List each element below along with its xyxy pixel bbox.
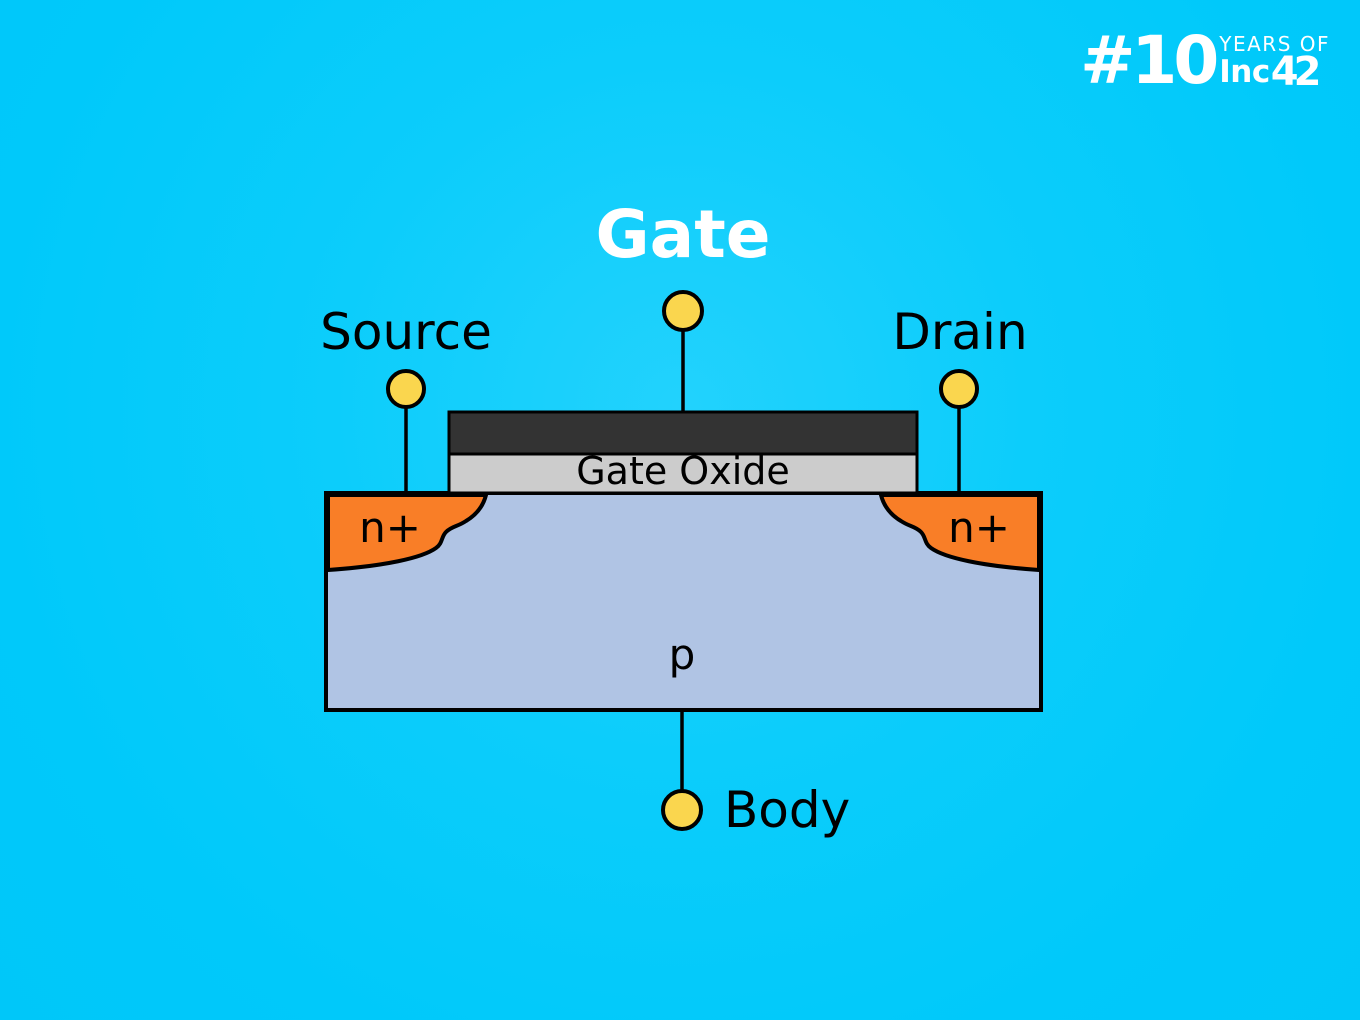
drain-label: Drain <box>892 303 1027 361</box>
source-label: Source <box>320 303 492 361</box>
inc42-logo: #10 YEARS OF Inc 42 <box>1080 22 1330 99</box>
source-terminal-dot <box>386 369 426 409</box>
body-terminal-dot <box>661 789 703 831</box>
logo-text-column: YEARS OF Inc 42 <box>1219 32 1330 95</box>
gate-terminal-dot <box>662 290 704 332</box>
logo-42-text: 42 <box>1270 49 1322 95</box>
gate-oxide-layer <box>447 452 919 495</box>
logo-brand-row: Inc 42 <box>1219 49 1330 95</box>
gate-title-label: Gate <box>595 196 770 273</box>
body-label: Body <box>724 781 850 839</box>
n-plus-drain-region <box>878 493 1041 573</box>
p-body-label: p <box>669 630 696 679</box>
gate-oxide-label: Gate Oxide <box>576 449 790 493</box>
logo-hash10-text: #10 <box>1080 22 1219 99</box>
logo-years-of-text: YEARS OF <box>1219 32 1330 56</box>
gate-electrode-layer <box>447 410 919 456</box>
n-plus-source-region <box>326 493 489 573</box>
n-plus-left-label: n+ <box>359 503 421 552</box>
logo-inc-text: Inc <box>1219 54 1270 91</box>
drain-terminal-dot <box>939 369 979 409</box>
n-plus-right-label: n+ <box>948 503 1010 552</box>
